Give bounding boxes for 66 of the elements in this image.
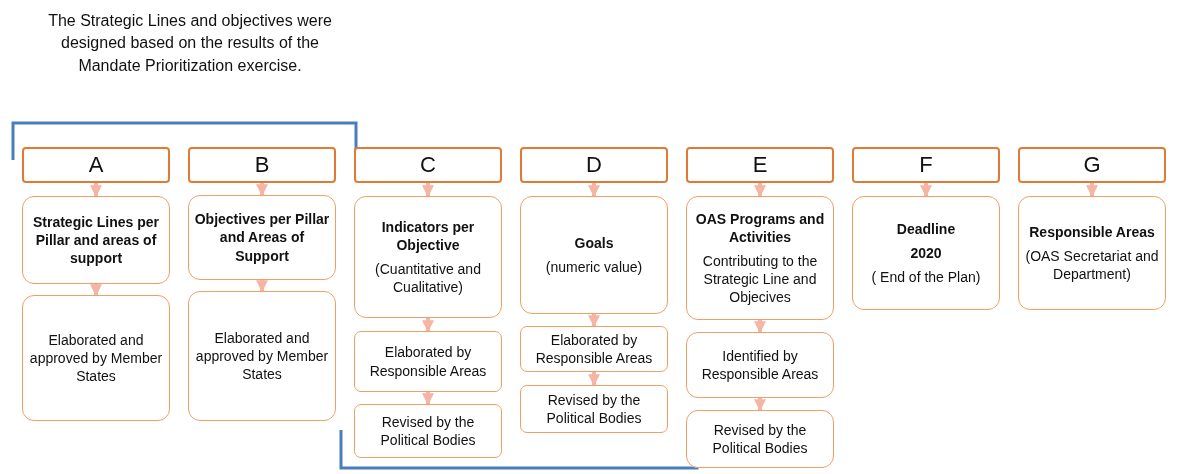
arrow [588,183,600,198]
box-heading: Strategic Lines per Pillar and areas of support [31,212,160,268]
process-box [354,404,502,458]
arrow [422,392,434,406]
box-text: C [420,152,436,178]
arrow [422,183,434,198]
box-text: ( End of the Plan) [871,268,981,287]
process-box [686,196,834,320]
arrow [588,372,600,387]
box-text: G [1083,152,1101,178]
process-box [520,196,668,314]
box-heading: 2020 [910,243,942,263]
arrow [754,183,766,198]
box-text: B [254,152,270,178]
column-header [686,147,834,183]
process-box [22,196,170,284]
arrow [90,183,102,198]
box-text: Elaborated and approved by Member States [194,328,330,384]
arrow [90,284,102,297]
note-text: The Strategic Lines and objectives were designed based on the results of the Mandate Prioritization exercise. [47,11,333,76]
arrow [256,183,268,197]
process-box [22,295,170,421]
column-header [1018,147,1166,183]
box-text: Revised by the Political Bodies [379,412,477,450]
process-box [1018,196,1166,310]
process-box [354,331,502,392]
column-header [354,147,502,183]
box-text: Elaborated and approved by Member States [28,330,164,386]
box-heading: Deadline [896,219,956,238]
box-text: Identified by Responsible Areas [700,346,820,384]
arrow [422,318,434,333]
box-text: E [752,152,768,178]
box-text: Elaborated by Responsible Areas [534,330,654,368]
box-text: F [919,152,933,178]
column-header [520,147,668,183]
process-box [188,195,336,280]
arrow [920,183,932,198]
box-text: Contributing to the Strategic Line and Objecives [701,251,819,307]
box-text: Revised by the Political Bodies [545,390,643,428]
arrow [754,398,766,412]
process-box [520,326,668,372]
process-box [686,410,834,468]
arrow [1086,183,1098,198]
box-heading: Objectives per Pillar and Areas of Support [194,210,330,265]
box-text: Revised by the Political Bodies [711,420,809,458]
box-text: D [586,152,602,178]
process-box [354,196,502,318]
box-heading: OAS Programs and Activities [694,209,826,246]
box-heading: Responsible Areas [1029,222,1155,241]
process-box [520,385,668,433]
process-box [686,332,834,398]
box-text: Elaborated by Responsible Areas [368,343,488,380]
process-box [852,196,1000,310]
box-heading: Goals [574,233,614,252]
box-text: (Cuantitative and Cualitative) [374,260,482,297]
column-header [22,147,170,183]
arrow [256,280,268,293]
box-heading: Indicators per Objective [380,217,476,254]
process-box [188,291,336,421]
box-text: (numeric value) [545,258,643,277]
arrow [754,320,766,334]
column-header [852,147,1000,183]
column-header [188,147,336,183]
box-text: (OAS Secretariat and Department) [1024,246,1160,284]
arrow [588,314,600,328]
box-text: A [88,152,104,178]
